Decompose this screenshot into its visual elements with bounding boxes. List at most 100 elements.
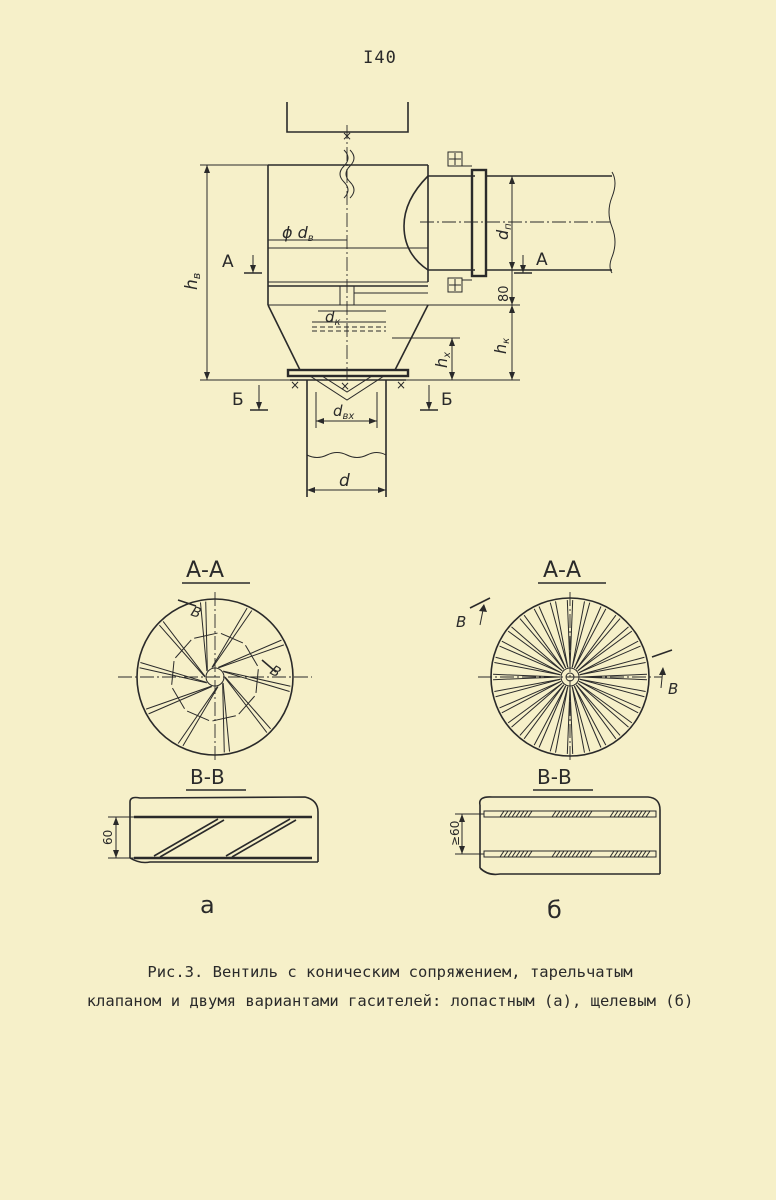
dn-label: dп: [493, 223, 514, 240]
blade-line: [218, 644, 285, 669]
hatch-line: [555, 850, 561, 858]
slot-line: [538, 606, 567, 669]
dvx-label: dвх: [333, 402, 354, 422]
hatch-line: [629, 850, 635, 858]
slot-line: [566, 600, 571, 668]
slot-line: [507, 682, 563, 724]
hatch-line: [609, 850, 615, 858]
hk-label: hк: [491, 338, 512, 354]
hatch-line: [551, 850, 557, 858]
slot-line: [519, 684, 565, 736]
blades-a: [139, 601, 291, 753]
hatch-line: [617, 810, 623, 818]
hatch-line: [645, 810, 651, 818]
hatch-line: [575, 810, 581, 818]
section-V-a1: В: [189, 604, 204, 622]
hatch-line: [515, 810, 521, 818]
hatch-line: [579, 810, 585, 818]
slot-line: [549, 686, 569, 752]
slot-line: [493, 676, 561, 681]
hatch-line: [527, 810, 533, 818]
dk-label: dк: [325, 308, 341, 328]
slot-line: [578, 680, 641, 709]
hatch-line: [511, 810, 517, 818]
slot-line: [549, 602, 569, 668]
slot-line: [569, 686, 574, 754]
blade-tip: [245, 644, 258, 667]
slot-line: [523, 684, 565, 740]
hatch-line: [511, 850, 517, 858]
dim-80: 80: [497, 285, 512, 302]
slot-line: [579, 678, 646, 692]
slot-line: [578, 680, 639, 714]
dim-ge60-b: ≥60: [448, 821, 462, 846]
hatch-line: [587, 810, 593, 818]
hatch-line: [621, 810, 627, 818]
slot-line: [538, 685, 567, 748]
hatch-line: [499, 810, 505, 818]
blade-line: [224, 677, 268, 733]
blade-tip: [186, 710, 210, 722]
blade-line: [222, 683, 225, 753]
blade-line: [223, 671, 290, 692]
section-A-right: А: [536, 250, 548, 270]
blade-line: [211, 607, 248, 668]
hatch-line: [625, 850, 631, 858]
slot-line: [501, 680, 562, 714]
slot-line: [579, 676, 647, 681]
svg-text:×: ×: [290, 378, 300, 392]
hatch-line: [523, 850, 529, 858]
slot-line: [573, 685, 602, 748]
hatch-line: [621, 850, 627, 858]
hatch-line: [503, 850, 509, 858]
blade-line: [182, 686, 219, 747]
slot-line: [575, 618, 621, 670]
slot-line: [495, 656, 561, 676]
slot-line: [523, 614, 565, 670]
hatch-line: [641, 810, 647, 818]
blade-line: [140, 662, 207, 683]
blade-tip: [175, 639, 192, 659]
hatch-line: [567, 850, 573, 858]
dim-60-a: 60: [101, 830, 115, 845]
slots-b: [493, 600, 647, 754]
svg-text:×: ×: [396, 378, 406, 392]
slot-hatching: [499, 810, 651, 858]
blade-line: [222, 670, 291, 687]
hatch-line: [609, 810, 615, 818]
slot-line: [494, 662, 561, 676]
blade-tip: [194, 632, 218, 639]
hatch-line: [613, 850, 619, 858]
hatch-line: [563, 850, 569, 858]
blade-tip: [238, 695, 255, 715]
slot-line: [571, 602, 591, 668]
section-B-right: Б: [441, 390, 453, 410]
blade-line: [162, 621, 206, 677]
slot-line: [577, 682, 633, 724]
hatch-line: [499, 850, 505, 858]
slot-line: [577, 626, 629, 672]
svg-text:×: ×: [342, 129, 352, 143]
hatch-line: [583, 810, 589, 818]
hatch-line: [571, 850, 577, 858]
hatch-line: [515, 850, 521, 858]
hatch-line: [503, 810, 509, 818]
hatch-line: [633, 850, 639, 858]
slot-line: [555, 601, 569, 668]
hatch-line: [519, 810, 525, 818]
section-B-left: Б: [232, 390, 244, 410]
hatch-line: [563, 810, 569, 818]
section-VV-a: В-В: [190, 765, 225, 789]
section-VV-b: В-В: [537, 765, 572, 789]
hatch-line: [645, 850, 651, 858]
hatch-line: [579, 850, 585, 858]
hatch-line: [559, 810, 565, 818]
slot-line: [501, 640, 562, 674]
slot-line: [555, 686, 569, 753]
hatch-line: [519, 850, 525, 858]
slot-line: [571, 601, 585, 668]
slot-line: [493, 673, 561, 678]
hatch-line: [637, 810, 643, 818]
variant-a-section: А-А В В В-В 60 а: [101, 558, 319, 919]
slot-line: [533, 685, 567, 746]
